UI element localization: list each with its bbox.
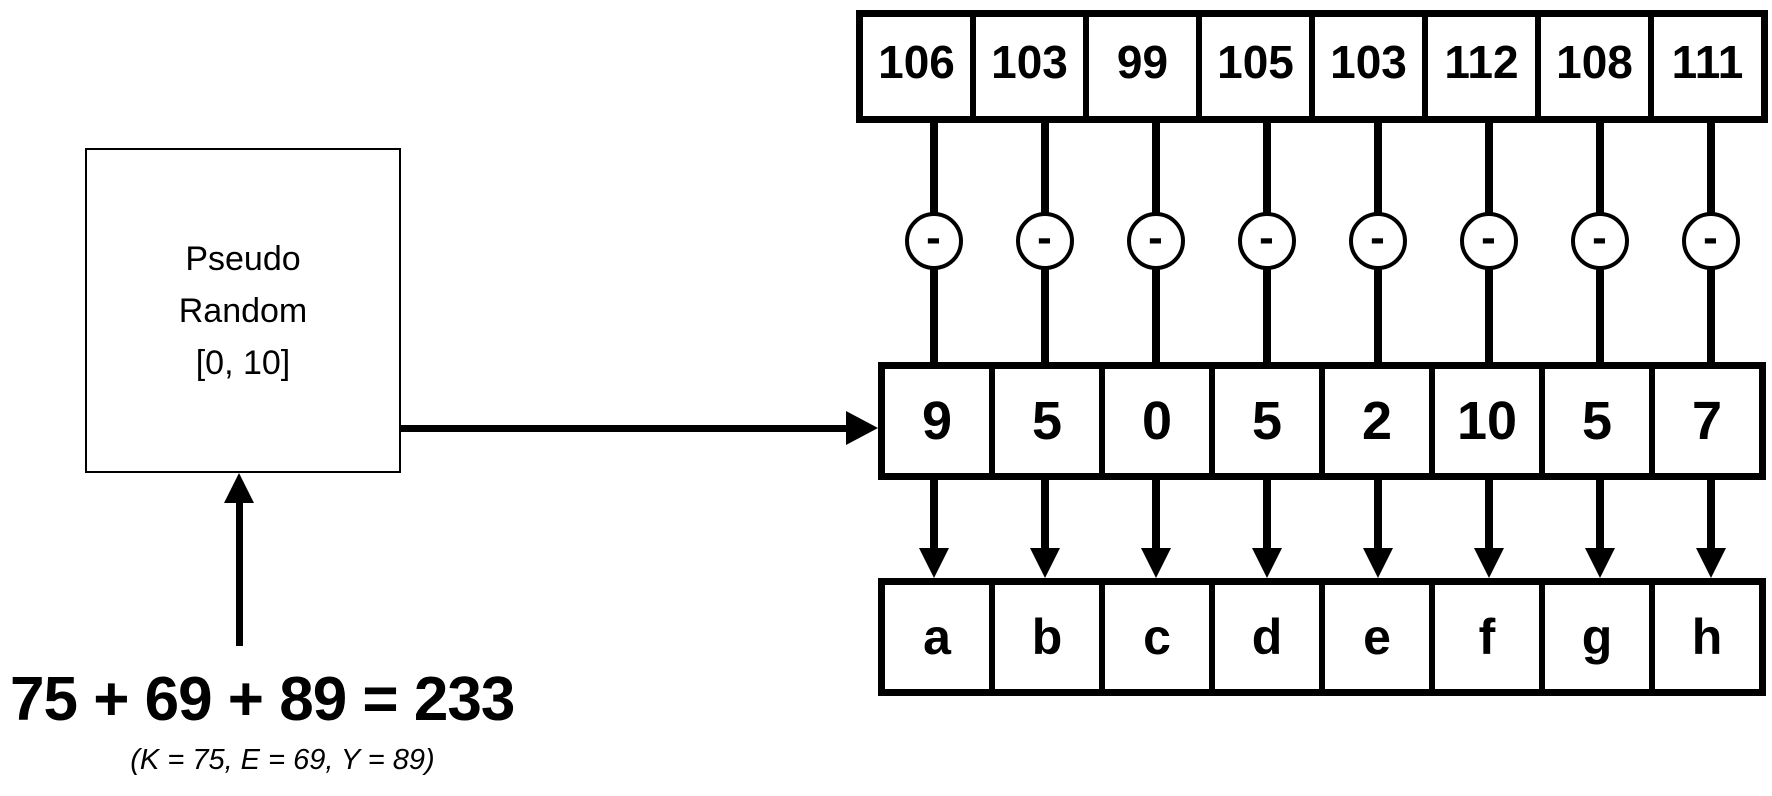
minus-icon: - [1148, 213, 1163, 262]
arrow-down-icon [1584, 548, 1615, 578]
subtract-operator-circle: - [1681, 212, 1740, 270]
output-letter-cell: a [923, 609, 951, 665]
subtract-operator-circle: - [1015, 212, 1074, 270]
char-code-cell: 108 [1535, 17, 1648, 116]
output-letter-cell: f [1429, 585, 1539, 689]
subtract-operator-circle: - [1237, 212, 1296, 270]
char-code-cell: 103 [970, 17, 1083, 116]
char-code-cell: 105 [1196, 17, 1309, 116]
arrow-down-icon [1473, 548, 1504, 578]
arrow-down-icon [918, 548, 949, 578]
subtract-operator-circle: - [1570, 212, 1629, 270]
arrow-down-icon [1140, 548, 1171, 578]
key-values-caption: (K = 75, E = 69, Y = 89) [130, 744, 435, 776]
minus-icon: - [1037, 213, 1052, 262]
random-value-cell: 10 [1429, 369, 1539, 473]
random-value-cell: 9 [921, 391, 953, 451]
minus-icon: - [1481, 213, 1496, 262]
down-arrow-shaft [1373, 478, 1382, 554]
arrow-down-icon [1251, 548, 1282, 578]
down-arrow-shaft [1706, 478, 1715, 554]
output-letter-cell: h [1649, 585, 1759, 689]
subtract-operator-circle: - [1126, 212, 1185, 270]
down-arrow-shaft [929, 478, 938, 554]
down-arrow-shaft [1484, 478, 1493, 554]
arrow-down-icon [1362, 548, 1393, 578]
pseudo-random-range-label: [0, 10] [195, 343, 291, 382]
random-value-cell: 5 [1209, 369, 1319, 473]
subtract-operator-circle: - [1348, 212, 1407, 270]
random-value-row: 9 5 0 5 2 10 5 7 [878, 362, 1766, 480]
random-value-cell: 5 [1539, 369, 1649, 473]
char-code-cell: 112 [1422, 17, 1535, 116]
minus-icon: - [1703, 213, 1718, 262]
minus-icon: - [1592, 213, 1607, 262]
output-letter-cell: g [1539, 585, 1649, 689]
char-code-row: 106 103 99 105 103 112 108 111 [856, 10, 1768, 123]
char-code-cell: 111 [1648, 17, 1761, 116]
arrow-right-icon [846, 411, 878, 445]
random-value-cell: 0 [1099, 369, 1209, 473]
output-letter-cell: d [1209, 585, 1319, 689]
down-arrow-shaft [1040, 478, 1049, 554]
random-value-cell: 2 [1319, 369, 1429, 473]
arrow-down-icon [1029, 548, 1060, 578]
subtract-operator-circle: - [1459, 212, 1518, 270]
output-letter-cell: c [1099, 585, 1209, 689]
pseudo-random-label-line2: Random [178, 291, 308, 330]
minus-icon: - [1370, 213, 1385, 262]
flow-arrow-shaft [399, 425, 848, 432]
random-value-cell: 7 [1649, 369, 1759, 473]
pseudo-random-label-line1: Pseudo [185, 239, 301, 278]
arrow-down-icon [1695, 548, 1726, 578]
down-arrow-shaft [1151, 478, 1160, 554]
down-arrow-shaft [1595, 478, 1604, 554]
subtract-operator-circle: - [904, 212, 963, 270]
arrow-up-icon [224, 473, 254, 503]
output-letter-cell: b [989, 585, 1099, 689]
random-value-cell: 5 [989, 369, 1099, 473]
minus-icon: - [926, 213, 941, 262]
output-letter-cell: e [1319, 585, 1429, 689]
key-sum-equation: 75 + 69 + 89 = 233 [10, 665, 515, 734]
down-arrow-shaft [1262, 478, 1271, 554]
minus-icon: - [1259, 213, 1274, 262]
pseudo-random-box: Pseudo Random [0, 10] [85, 148, 401, 473]
output-letter-row: a b c d e f g h [878, 578, 1766, 696]
char-code-cell: 99 [1083, 17, 1196, 116]
seed-arrow-shaft [236, 502, 243, 646]
char-code-cell: 103 [1309, 17, 1422, 116]
char-code-cell: 106 [878, 35, 955, 88]
